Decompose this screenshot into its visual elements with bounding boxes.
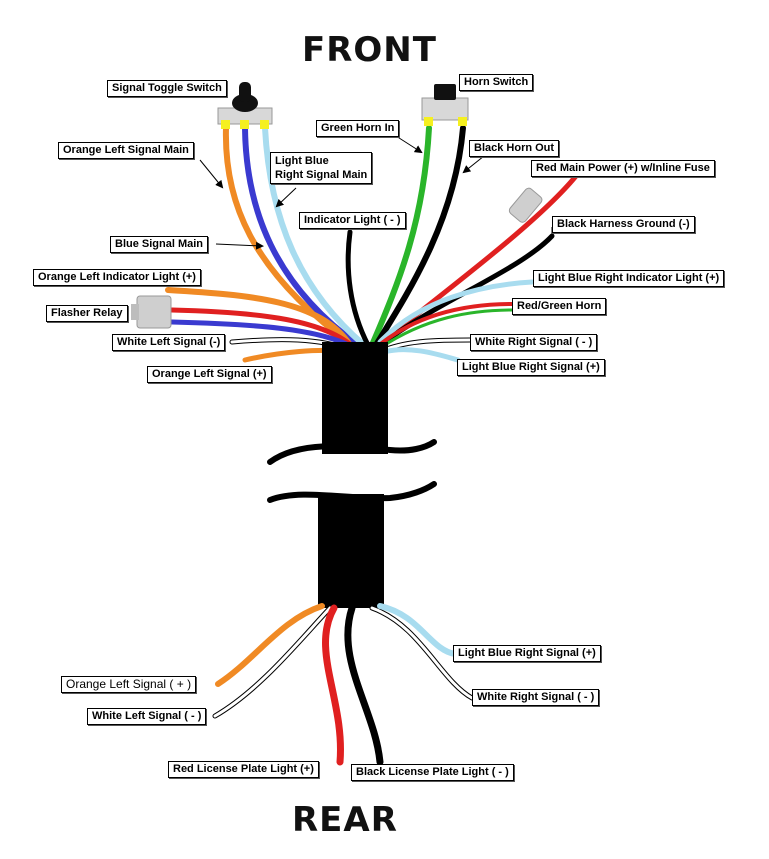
wire-light-blue-right-signal-rear: [377, 603, 458, 657]
label-light-blue-right-signal-rear: Light Blue Right Signal (+): [453, 645, 601, 662]
wire-orange-left-indicator: [165, 287, 353, 348]
front-title: FRONT: [302, 30, 437, 70]
label-light-blue-right-signal-front: Light Blue Right Signal (+): [457, 359, 605, 376]
label-flasher-relay: Flasher Relay: [46, 305, 128, 322]
wire-harness: [267, 342, 437, 608]
wire-white-right-signal-rear-inner: [370, 606, 474, 700]
wire-green-horn-in: [369, 125, 432, 348]
horn-terminal-2: [458, 117, 467, 126]
toggle-switch-icon: [217, 82, 273, 129]
label-orange-left-signal-front: Orange Left Signal (+): [147, 366, 272, 383]
label-orange-left-indicator-light: Orange Left Indicator Light (+): [33, 269, 201, 286]
rear-wires: [212, 603, 475, 766]
label-red-green-horn: Red/Green Horn: [512, 298, 607, 315]
wire-green-horn: [378, 308, 514, 350]
harness-break-upper: [267, 439, 437, 465]
label-signal-toggle-switch: Signal Toggle Switch: [107, 80, 227, 97]
label-red-main-power: Red Main Power (+) w/Inline Fuse: [531, 160, 715, 177]
wire-light-blue-right-signal-main: [262, 125, 367, 348]
label-white-right-signal-front: White Right Signal ( - ): [470, 334, 598, 351]
wire-flasher-red: [169, 307, 355, 349]
wire-black-license-plate: [344, 604, 384, 766]
wire-red-license-plate: [322, 604, 344, 766]
wire-light-blue-right-signal-front: [381, 347, 461, 363]
label-light-blue-right-signal-main-line1: Light Blue: [275, 155, 329, 167]
wire-white-left-signal-rear-inner: [213, 606, 332, 718]
label-light-blue-right-signal-main-line2: Right Signal Main: [275, 169, 368, 181]
toggle-terminal-3: [260, 120, 269, 129]
leader-black-horn-out: [462, 155, 485, 174]
toggle-terminal-1: [221, 120, 230, 129]
label-white-left-signal-rear: White Left Signal ( - ): [87, 708, 207, 725]
leader-blue-signal-main: [215, 241, 264, 250]
wire-black-horn-out: [373, 125, 466, 348]
wire-indicator-light: [345, 229, 371, 348]
harness-sleeve-upper: [322, 342, 388, 454]
label-white-right-signal-rear: White Right Signal ( - ): [472, 689, 600, 706]
wire-white-left-signal-rear: [212, 605, 333, 719]
label-light-blue-right-indicator-light: Light Blue Right Indicator Light (+): [533, 270, 725, 287]
wire-light-blue-right-indicator: [377, 279, 535, 345]
label-indicator-light: Indicator Light ( - ): [299, 212, 406, 229]
label-black-license-plate-light: Black License Plate Light ( - ): [351, 764, 514, 781]
label-horn-switch: Horn Switch: [459, 74, 534, 91]
label-blue-signal-main: Blue Signal Main: [110, 236, 209, 253]
toggle-terminal-2: [240, 120, 249, 129]
rear-title: REAR: [292, 800, 398, 840]
label-green-horn-in: Green Horn In: [316, 120, 400, 137]
label-white-left-signal-front: White Left Signal (-): [112, 334, 226, 351]
front-wires: [165, 125, 579, 363]
leader-orange-left-signal-main: [199, 159, 224, 189]
label-red-license-plate-light: Red License Plate Light (+): [168, 761, 319, 778]
push-button-icon: [421, 84, 469, 126]
wire-red-horn: [376, 302, 514, 348]
leader-light-blue-right-signal-main: [275, 187, 297, 208]
label-orange-left-signal-rear: Orange Left Signal ( + ): [61, 676, 197, 693]
inline-fuse-icon: [508, 187, 543, 223]
leader-green-horn-in: [395, 135, 423, 154]
wire-flasher-blue: [169, 319, 357, 351]
wire-white-right-signal-front-inner: [382, 338, 472, 352]
harness-sleeve-lower: [318, 494, 384, 608]
label-light-blue-right-signal-main: Light Blue Right Signal Main: [270, 152, 373, 184]
label-orange-left-signal-main: Orange Left Signal Main: [58, 142, 194, 159]
relay-connector-icon: [131, 295, 172, 329]
horn-terminal-1: [424, 117, 433, 126]
label-black-harness-ground: Black Harness Ground (-): [552, 216, 695, 233]
wire-orange-left-signal-rear: [215, 603, 325, 687]
label-black-horn-out: Black Horn Out: [469, 140, 560, 157]
